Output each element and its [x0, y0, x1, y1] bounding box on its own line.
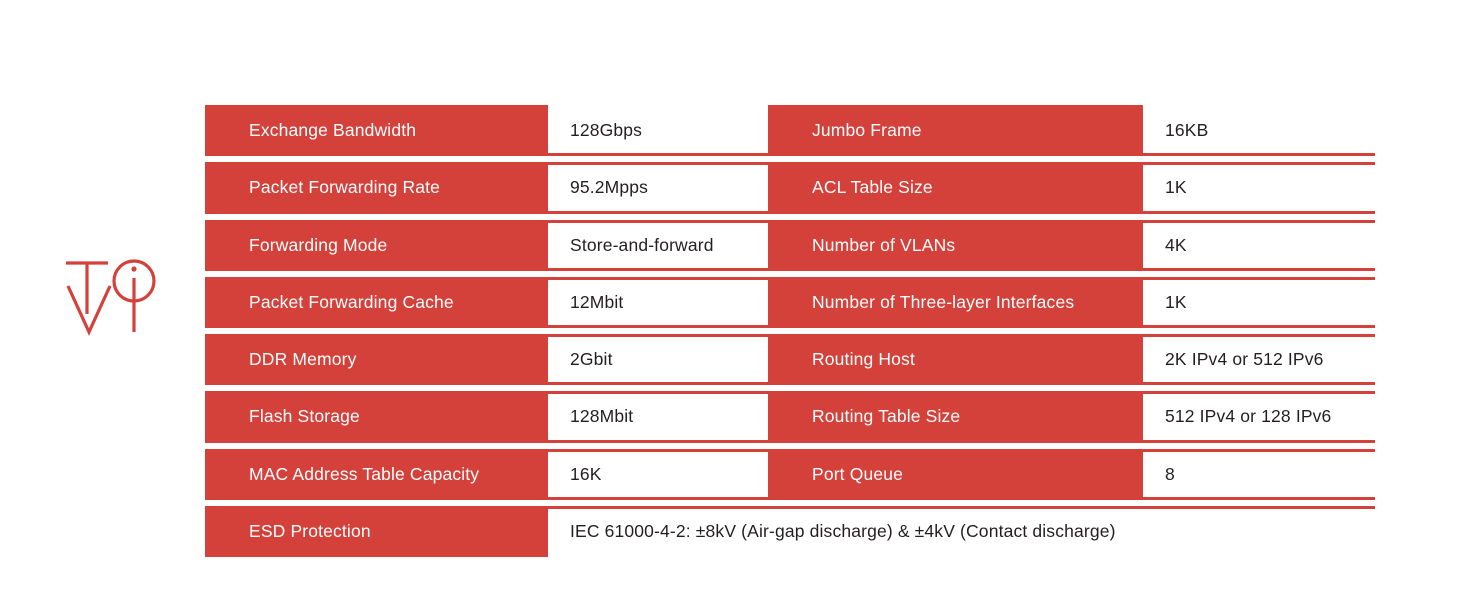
spec-pair-right: Routing Host 2K IPv4 or 512 IPv6 [768, 334, 1375, 386]
spec-label: ACL Table Size [768, 162, 1143, 214]
spec-label: Routing Host [768, 334, 1143, 386]
spec-value: 128Mbit [548, 391, 768, 443]
spec-pair-right: Port Queue 8 [768, 448, 1375, 500]
spec-pair-left: Exchange Bandwidth 128Gbps [205, 105, 768, 157]
spec-value: 2K IPv4 or 512 IPv6 [1143, 334, 1375, 386]
table-row: Packet Forwarding Rate 95.2Mpps ACL Tabl… [205, 162, 1375, 214]
logo-letter-i-dot [131, 266, 137, 272]
spec-value: IEC 61000-4-2: ±8kV (Air-gap discharge) … [548, 505, 1375, 557]
table-row: Packet Forwarding Cache 12Mbit Number of… [205, 276, 1375, 328]
spec-pair-left: Forwarding Mode Store-and-forward [205, 219, 768, 271]
table-row: DDR Memory 2Gbit Routing Host 2K IPv4 or… [205, 334, 1375, 386]
spec-label: Exchange Bandwidth [205, 105, 548, 157]
spec-label: Packet Forwarding Cache [205, 276, 548, 328]
spec-pair-right: Number of Three-layer Interfaces 1K [768, 276, 1375, 328]
spec-value: Store-and-forward [548, 219, 768, 271]
spec-value: 512 IPv4 or 128 IPv6 [1143, 391, 1375, 443]
spec-label: Port Queue [768, 448, 1143, 500]
spec-label: DDR Memory [205, 334, 548, 386]
spec-value: 16KB [1143, 105, 1375, 157]
spec-pair-right: Routing Table Size 512 IPv4 or 128 IPv6 [768, 391, 1375, 443]
specification-table: Exchange Bandwidth 128Gbps Jumbo Frame 1… [205, 105, 1375, 557]
spec-label: Number of Three-layer Interfaces [768, 276, 1143, 328]
table-row: Exchange Bandwidth 128Gbps Jumbo Frame 1… [205, 105, 1375, 157]
spec-label: ESD Protection [205, 505, 548, 557]
spec-pair-full: ESD Protection IEC 61000-4-2: ±8kV (Air-… [205, 505, 1375, 557]
spec-pair-left: Flash Storage 128Mbit [205, 391, 768, 443]
tvoi-logo [62, 252, 172, 338]
spec-label: Jumbo Frame [768, 105, 1143, 157]
spec-label: Flash Storage [205, 391, 548, 443]
spec-pair-left: Packet Forwarding Cache 12Mbit [205, 276, 768, 328]
spec-label: Routing Table Size [768, 391, 1143, 443]
spec-value: 95.2Mpps [548, 162, 768, 214]
logo-letter-v [66, 285, 112, 336]
spec-value: 2Gbit [548, 334, 768, 386]
spec-pair-right: Jumbo Frame 16KB [768, 105, 1375, 157]
spec-value: 1K [1143, 276, 1375, 328]
spec-label: MAC Address Table Capacity [205, 448, 548, 500]
table-row: ESD Protection IEC 61000-4-2: ±8kV (Air-… [205, 505, 1375, 557]
spec-value: 16K [548, 448, 768, 500]
spec-label: Packet Forwarding Rate [205, 162, 548, 214]
spec-pair-left: MAC Address Table Capacity 16K [205, 448, 768, 500]
spec-value: 1K [1143, 162, 1375, 214]
spec-value: 128Gbps [548, 105, 768, 157]
spec-label: Forwarding Mode [205, 219, 548, 271]
spec-pair-left: Packet Forwarding Rate 95.2Mpps [205, 162, 768, 214]
spec-pair-right: Number of VLANs 4K [768, 219, 1375, 271]
spec-label: Number of VLANs [768, 219, 1143, 271]
table-row: MAC Address Table Capacity 16K Port Queu… [205, 448, 1375, 500]
spec-value: 8 [1143, 448, 1375, 500]
tvoi-logo-mark [66, 259, 156, 336]
table-row: Forwarding Mode Store-and-forward Number… [205, 219, 1375, 271]
spec-value: 12Mbit [548, 276, 768, 328]
spec-pair-right: ACL Table Size 1K [768, 162, 1375, 214]
spec-pair-left: DDR Memory 2Gbit [205, 334, 768, 386]
table-row: Flash Storage 128Mbit Routing Table Size… [205, 391, 1375, 443]
spec-value: 4K [1143, 219, 1375, 271]
